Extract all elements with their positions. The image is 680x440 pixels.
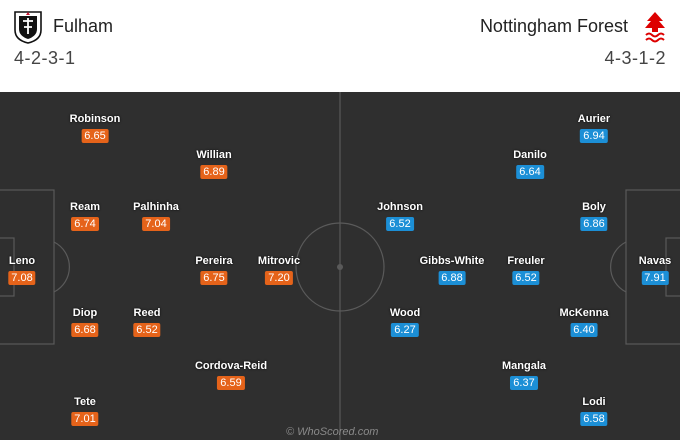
player-name: Palhinha — [133, 201, 179, 213]
player-name: Mitrovic — [257, 255, 301, 267]
player-rating: 6.68 — [71, 323, 99, 337]
away-player-lodi[interactable]: Lodi 6.58 — [580, 396, 608, 427]
home-player-ream[interactable]: Ream 6.74 — [70, 201, 100, 232]
player-name: Leno — [8, 255, 36, 267]
player-name: Robinson — [69, 113, 121, 125]
player-rating: 6.37 — [510, 376, 538, 390]
whoscored-watermark: © WhoScored.com — [286, 426, 379, 438]
player-rating: 6.27 — [391, 323, 419, 337]
player-name: Cordova-Reid — [194, 360, 268, 372]
home-player-robinson[interactable]: Robinson 6.65 — [69, 113, 121, 144]
player-rating: 7.04 — [142, 217, 170, 231]
home-player-pereira[interactable]: Pereira 6.75 — [195, 255, 233, 286]
player-rating: 7.91 — [641, 271, 669, 285]
away-formation: 4-3-1-2 — [604, 48, 666, 68]
player-rating: 7.01 — [71, 412, 99, 426]
away-player-freuler[interactable]: Freuler 6.52 — [507, 255, 545, 286]
pitch-markings — [0, 92, 680, 440]
home-player-cordova-reid[interactable]: Cordova-Reid 6.59 — [195, 360, 267, 391]
player-name: Lodi — [582, 396, 606, 408]
player-rating: 6.89 — [200, 165, 228, 179]
away-player-johnson[interactable]: Johnson 6.52 — [377, 201, 423, 232]
player-name: Diop — [72, 307, 98, 319]
pitch: Robinson 6.65 Willian 6.89 Ream 6.74 Pal… — [0, 92, 680, 440]
player-rating: 6.52 — [386, 217, 414, 231]
player-rating: 6.58 — [580, 412, 608, 426]
player-name: Navas — [638, 255, 672, 267]
player-name: Mangala — [501, 360, 547, 372]
player-rating: 7.08 — [8, 271, 36, 285]
home-team-name[interactable]: Fulham — [53, 16, 114, 36]
player-rating: 6.64 — [516, 165, 544, 179]
home-player-reed[interactable]: Reed 6.52 — [133, 307, 161, 338]
player-rating: 6.52 — [512, 271, 540, 285]
player-name: Aurier — [577, 113, 611, 125]
player-name: Reed — [133, 307, 161, 319]
away-team-name[interactable]: Nottingham Forest — [479, 16, 628, 36]
player-rating: 6.74 — [71, 217, 99, 231]
player-rating: 6.94 — [580, 129, 608, 143]
home-player-willian[interactable]: Willian 6.89 — [196, 149, 232, 180]
away-player-navas[interactable]: Navas 7.91 — [639, 255, 671, 286]
player-rating: 6.40 — [570, 323, 598, 337]
home-player-diop[interactable]: Diop 6.68 — [71, 307, 99, 338]
player-name: Willian — [196, 149, 232, 161]
away-player-boly[interactable]: Boly 6.86 — [580, 201, 608, 232]
away-player-wood[interactable]: Wood 6.27 — [390, 307, 420, 338]
nottingham-forest-crest-icon — [645, 12, 665, 43]
home-player-tete[interactable]: Tete 7.01 — [71, 396, 99, 427]
player-rating: 6.65 — [81, 129, 109, 143]
player-name: Freuler — [507, 255, 545, 267]
player-name: Gibbs-White — [419, 255, 485, 267]
player-name: Johnson — [377, 201, 423, 213]
away-player-aurier[interactable]: Aurier 6.94 — [578, 113, 610, 144]
player-name: Tete — [74, 396, 96, 408]
player-name: Ream — [70, 201, 100, 213]
match-header: Fulham 4-2-3-1 Nottingham Forest 4-3-1-2 — [0, 0, 680, 92]
player-name: McKenna — [559, 307, 609, 319]
player-rating: 6.52 — [133, 323, 161, 337]
away-player-mckenna[interactable]: McKenna 6.40 — [559, 307, 609, 338]
player-rating: 6.75 — [200, 271, 228, 285]
player-name: Danilo — [513, 149, 547, 161]
home-player-mitrovic[interactable]: Mitrovic 7.20 — [258, 255, 300, 286]
player-rating: 6.88 — [438, 271, 466, 285]
away-player-mangala[interactable]: Mangala 6.37 — [502, 360, 546, 391]
player-rating: 6.86 — [580, 217, 608, 231]
player-name: Pereira — [195, 255, 233, 267]
player-rating: 7.20 — [265, 271, 293, 285]
home-player-palhinha[interactable]: Palhinha 7.04 — [133, 201, 179, 232]
away-player-danilo[interactable]: Danilo 6.64 — [513, 149, 547, 180]
fulham-crest-icon — [14, 11, 42, 44]
player-name: Boly — [582, 201, 606, 213]
home-player-leno[interactable]: Leno 7.08 — [8, 255, 36, 286]
player-rating: 6.59 — [217, 376, 245, 390]
home-formation: 4-2-3-1 — [14, 48, 76, 68]
player-name: Wood — [389, 307, 421, 319]
away-player-gibbs-white[interactable]: Gibbs-White 6.88 — [419, 255, 485, 286]
